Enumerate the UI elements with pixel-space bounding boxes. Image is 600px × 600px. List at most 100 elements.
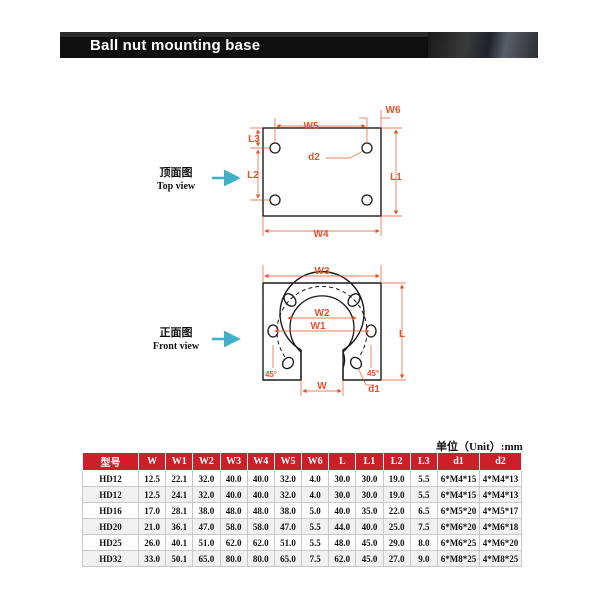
table-cell: 38.0 — [273, 502, 303, 519]
table-cell: 4*M5*17 — [479, 502, 522, 519]
table-cell: 44.0 — [328, 518, 357, 535]
column-header: L2 — [382, 452, 411, 471]
dim-d1: d1 — [368, 384, 380, 395]
dim-w3: W3 — [315, 266, 330, 277]
model-cell: HD12 — [82, 486, 139, 503]
table-cell: 40.1 — [165, 534, 194, 551]
dim-l: L — [399, 329, 405, 340]
table-cell: 4.0 — [301, 470, 330, 487]
top-view-caption-en: Top view — [157, 181, 196, 192]
dim-w: W — [317, 381, 327, 392]
table-cell: 48.0 — [219, 502, 248, 519]
table-cell: 6*M8*25 — [437, 550, 480, 567]
front-hole — [283, 293, 297, 307]
dim-d2: d2 — [308, 152, 320, 163]
table-cell: 28.1 — [165, 502, 194, 519]
table-cell: 19.0 — [382, 470, 411, 487]
table-cell: 17.0 — [137, 502, 167, 519]
table-cell: 6*M6*25 — [437, 534, 480, 551]
top-hole — [361, 194, 373, 206]
table-cell: 5.5 — [301, 518, 330, 535]
table-cell: 22.0 — [382, 502, 411, 519]
table-cell: 30.0 — [328, 486, 357, 503]
front-hole — [349, 356, 363, 370]
dim-l1: L1 — [390, 172, 402, 183]
model-cell: HD32 — [82, 550, 139, 567]
column-header: W2 — [192, 452, 221, 471]
table-cell: 50.1 — [165, 550, 194, 567]
table-cell: 32.0 — [192, 470, 221, 487]
table-cell: 29.0 — [382, 534, 411, 551]
table-cell: 7.5 — [301, 550, 330, 567]
column-header: W1 — [165, 452, 194, 471]
unit-note: 单位（Unit）:mm — [436, 441, 523, 453]
table-cell: 4.0 — [301, 486, 330, 503]
header-banner: Ball nut mounting base — [60, 32, 538, 58]
column-header: W3 — [219, 452, 248, 471]
table-cell: 40.0 — [355, 518, 384, 535]
table-cell: 27.0 — [382, 550, 411, 567]
table-cell: 6*M4*15 — [437, 486, 480, 503]
table-cell: 40.0 — [219, 470, 248, 487]
table-cell: 12.5 — [137, 470, 167, 487]
table-cell: 47.0 — [273, 518, 303, 535]
dim-w4: W4 — [314, 229, 329, 240]
table-cell: 4*M4*13 — [479, 470, 522, 487]
top-hole — [269, 194, 281, 206]
dim-l2: L2 — [247, 170, 259, 181]
dim-w1: W1 — [311, 321, 326, 332]
column-header: W6 — [301, 452, 330, 471]
table-cell: 4*M6*18 — [479, 518, 522, 535]
table-cell: 80.0 — [219, 550, 248, 567]
table-cell: 32.0 — [273, 470, 303, 487]
table-cell: 6*M6*20 — [437, 518, 480, 535]
dim-w5: W5 — [304, 121, 319, 132]
table-cell: 48.0 — [328, 534, 357, 551]
table-cell: 40.0 — [246, 470, 275, 487]
table-cell: 58.0 — [246, 518, 275, 535]
table-cell: 8.0 — [409, 534, 439, 551]
table-cell: 5.0 — [301, 502, 330, 519]
table-cell: 62.0 — [219, 534, 248, 551]
table-cell: 6.5 — [409, 502, 439, 519]
table-cell: 62.0 — [328, 550, 357, 567]
angle-right: 45° — [367, 369, 379, 378]
table-cell: 25.0 — [382, 518, 411, 535]
table-cell: 58.0 — [219, 518, 248, 535]
column-header: W — [137, 452, 167, 471]
table-cell: 22.1 — [165, 470, 194, 487]
dim-w6: W6 — [386, 105, 401, 116]
banner-top-strip — [60, 32, 538, 37]
table-cell: 51.0 — [273, 534, 303, 551]
table-cell: 45.0 — [355, 550, 384, 567]
dim-l3: L3 — [248, 134, 260, 145]
table-cell: 35.0 — [355, 502, 384, 519]
column-header: d1 — [437, 452, 480, 471]
table-cell: 51.0 — [192, 534, 221, 551]
table-cell: 32.0 — [273, 486, 303, 503]
page-title: Ball nut mounting base — [90, 37, 261, 54]
table-cell: 62.0 — [246, 534, 275, 551]
table-cell: 80.0 — [246, 550, 275, 567]
model-cell: HD20 — [82, 518, 139, 535]
table-cell: 36.1 — [165, 518, 194, 535]
table-cell: 21.0 — [137, 518, 167, 535]
table-cell: 5.5 — [301, 534, 330, 551]
table-cell: 40.0 — [246, 486, 275, 503]
table-cell: 26.0 — [137, 534, 167, 551]
top-view-caption-cn: 顶面图 — [160, 166, 193, 179]
angle-left: 45° — [265, 370, 277, 379]
front-view-caption-en: Front view — [153, 341, 200, 352]
column-header: L3 — [409, 452, 439, 471]
table-cell: 4*M4*13 — [479, 486, 522, 503]
table-cell: 47.0 — [192, 518, 221, 535]
table-cell: 19.0 — [382, 486, 411, 503]
table-cell: 4*M6*20 — [479, 534, 522, 551]
front-hole — [281, 356, 295, 370]
table-cell: 45.0 — [355, 534, 384, 551]
front-view: W3 W2 W1 W L d1 45° 45° 正面图 Front view — [153, 265, 406, 396]
